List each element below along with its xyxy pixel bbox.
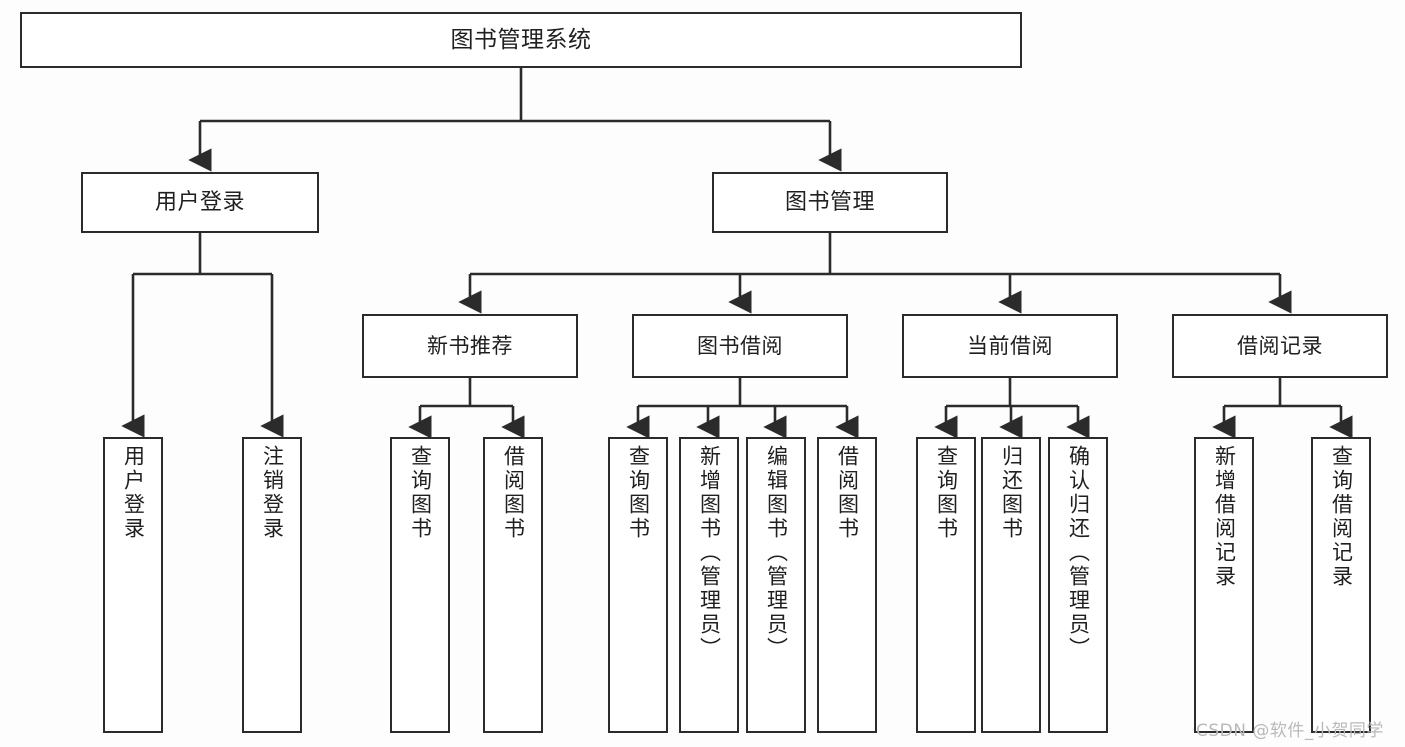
node-leaf-new-book-borrow[interactable]: 借阅图书 xyxy=(483,437,543,733)
node-book-borrow-label: 图书借阅 xyxy=(697,333,783,358)
node-new-book-recommend-label: 新书推荐 xyxy=(427,333,513,358)
node-current-borrow-label: 当前借阅 xyxy=(967,333,1053,358)
node-leaf-record-add[interactable]: 新增借阅记录 xyxy=(1194,437,1254,733)
node-leaf-label: 确认归还（管理员） xyxy=(1066,445,1091,661)
node-leaf-label: 注销登录 xyxy=(260,445,285,541)
node-leaf-new-book-query[interactable]: 查询图书 xyxy=(390,437,450,733)
node-leaf-label: 查询图书 xyxy=(934,445,959,541)
node-book-management-label: 图书管理 xyxy=(784,189,875,215)
node-leaf-label: 新增图书（管理员） xyxy=(697,445,722,661)
node-leaf-current-query[interactable]: 查询图书 xyxy=(916,437,976,733)
node-leaf-label: 借阅图书 xyxy=(501,445,526,541)
node-leaf-current-confirm-return-admin[interactable]: 确认归还（管理员） xyxy=(1048,437,1108,733)
node-root-system[interactable]: 图书管理系统 xyxy=(20,12,1022,68)
node-leaf-label: 查询借阅记录 xyxy=(1329,445,1354,589)
node-leaf-borrow-query[interactable]: 查询图书 xyxy=(608,437,668,733)
node-leaf-label: 用户登录 xyxy=(121,445,146,541)
node-user-login-label: 用户登录 xyxy=(154,189,245,215)
node-leaf-borrow-edit-book-admin[interactable]: 编辑图书（管理员） xyxy=(746,437,806,733)
node-current-borrow[interactable]: 当前借阅 xyxy=(902,314,1118,378)
node-borrow-record[interactable]: 借阅记录 xyxy=(1172,314,1388,378)
node-leaf-label: 查询图书 xyxy=(408,445,433,541)
node-book-borrow[interactable]: 图书借阅 xyxy=(632,314,848,378)
node-leaf-user-login-logout[interactable]: 注销登录 xyxy=(242,437,302,733)
node-root-label: 图书管理系统 xyxy=(450,26,592,53)
node-leaf-user-login-login[interactable]: 用户登录 xyxy=(103,437,163,733)
node-leaf-label: 编辑图书（管理员） xyxy=(764,445,789,661)
node-leaf-label: 查询图书 xyxy=(626,445,651,541)
csdn-watermark: CSDN @软件_小贺同学 xyxy=(1196,721,1384,741)
node-borrow-record-label: 借阅记录 xyxy=(1237,333,1323,358)
node-leaf-current-return[interactable]: 归还图书 xyxy=(981,437,1041,733)
node-leaf-label: 借阅图书 xyxy=(835,445,860,541)
node-book-management[interactable]: 图书管理 xyxy=(712,172,948,233)
node-leaf-record-query[interactable]: 查询借阅记录 xyxy=(1311,437,1371,733)
node-new-book-recommend[interactable]: 新书推荐 xyxy=(362,314,578,378)
node-leaf-label: 新增借阅记录 xyxy=(1212,445,1237,589)
node-leaf-borrow-borrow-book[interactable]: 借阅图书 xyxy=(817,437,877,733)
node-leaf-borrow-add-book-admin[interactable]: 新增图书（管理员） xyxy=(679,437,739,733)
node-leaf-label: 归还图书 xyxy=(999,445,1024,541)
node-user-login[interactable]: 用户登录 xyxy=(81,172,319,233)
